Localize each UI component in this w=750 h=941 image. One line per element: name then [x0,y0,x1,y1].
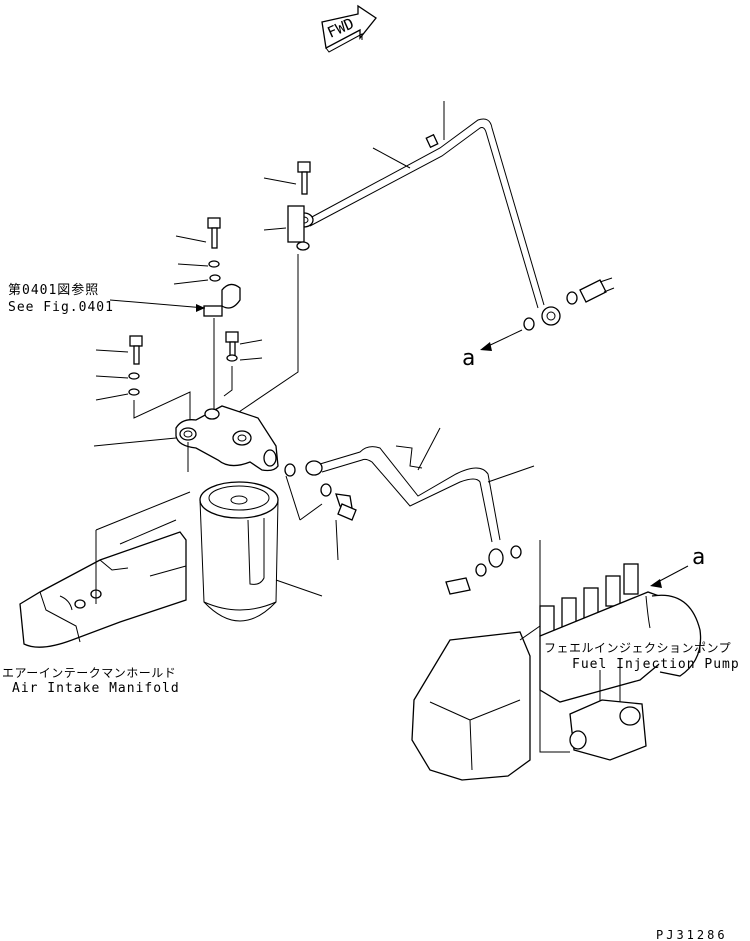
see-fig-label-jp: 第0401図参照 [8,283,100,298]
guide-line [223,366,233,397]
manifold-label-en: Air Intake Manifold [12,681,180,696]
bolt-icon [225,331,263,362]
arrow-head-icon [480,342,492,351]
clamp-bracket [203,283,241,317]
bolt-icon [263,161,311,231]
fuel-injection-pump [411,563,702,781]
guide-line [133,391,191,424]
bolt-icon [95,335,143,401]
lower-fuel-tube [284,427,570,753]
fuel-filter-cartridge [199,481,323,622]
pump-label-jp: フェエルインジェクションポンプ [544,641,732,655]
fwd-arrow-icon [321,4,377,53]
pump-label-en: Fuel Injection Pump [572,657,740,672]
callout-leader [109,299,206,309]
manifold-label-jp: エアーインテークマンホールド [2,666,177,680]
air-intake-manifold [19,491,191,648]
reference-label-a: a [692,545,706,570]
filter-head [93,405,279,472]
bolt-icon [173,217,221,285]
reference-label-a: a [462,346,476,371]
guide-line [229,254,299,419]
see-fig-label-en: See Fig.0401 [8,300,114,315]
arrow-head-icon [196,304,205,312]
drawing-code: PJ31286 [656,928,728,941]
upper-fuel-tube [287,101,615,331]
